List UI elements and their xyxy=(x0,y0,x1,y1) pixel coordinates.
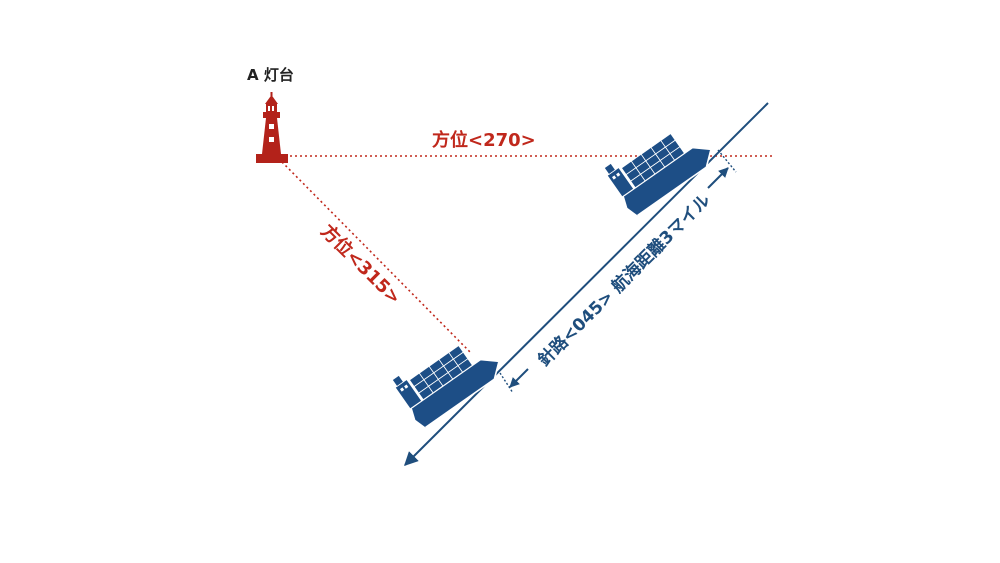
bearing-315-label: 方位<315> xyxy=(316,220,405,309)
distance-arrow-lower xyxy=(509,368,529,388)
course-label: 針路<045> 航海距離3マイル xyxy=(534,190,715,371)
bearing-270-label: 方位<270> xyxy=(432,129,536,151)
course-line xyxy=(404,102,769,466)
distance-tick-bottom xyxy=(499,372,514,394)
lighthouse-icon xyxy=(256,92,288,163)
distance-tick-top xyxy=(717,149,737,173)
ship-start-icon xyxy=(388,322,507,431)
bearing-315-line xyxy=(281,161,471,353)
distance-arrow-upper xyxy=(707,167,729,189)
lighthouse-label: A 灯台 xyxy=(247,66,294,84)
